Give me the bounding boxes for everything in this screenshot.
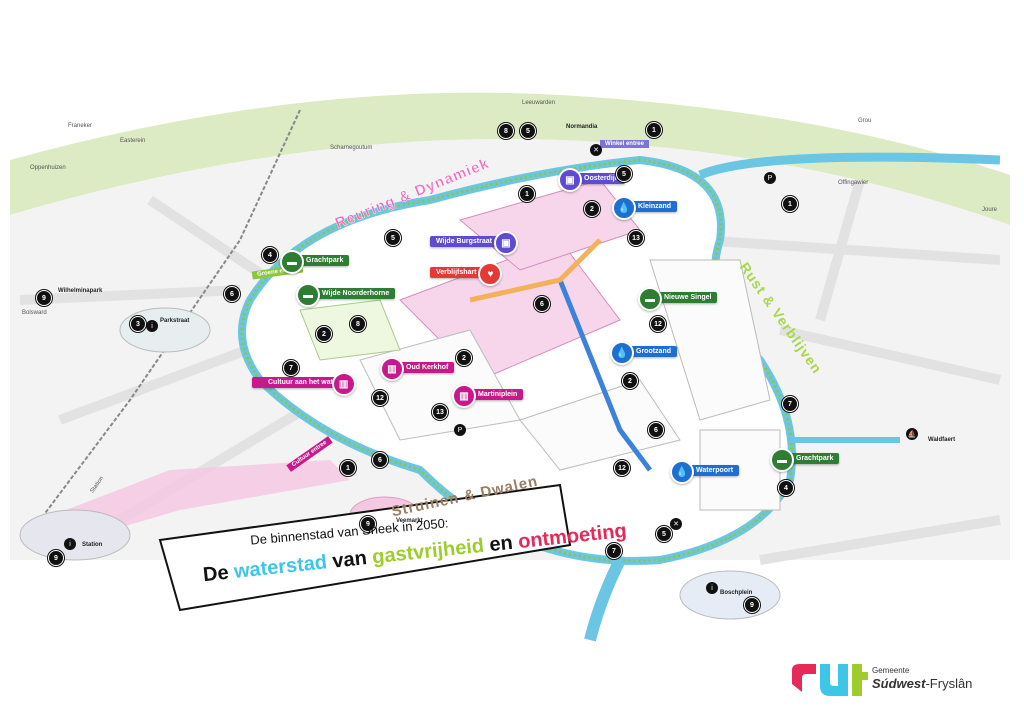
- marker-7-south[interactable]: 7: [606, 543, 622, 559]
- marker-5-south[interactable]: 5: [656, 526, 672, 542]
- marker-9-veemarkt[interactable]: 9: [360, 516, 376, 532]
- marker-1-north[interactable]: 1: [646, 122, 662, 138]
- gemeente-logo: Gemeente Súdwest-Fryslân: [790, 662, 980, 698]
- label-nieuwe-singel[interactable]: ▬Nieuwe Singel: [638, 287, 718, 311]
- marker-1-cultuur[interactable]: 1: [340, 460, 356, 476]
- parking-icon: P: [764, 172, 776, 184]
- logo-name: Súdwest-Fryslân: [872, 676, 973, 691]
- info-icon: i: [64, 538, 76, 550]
- marker-12-south[interactable]: 12: [614, 460, 630, 476]
- label-oud-kerkhof[interactable]: ▥Oud Kerkhof: [380, 357, 455, 381]
- marker-8-north[interactable]: 8: [498, 123, 514, 139]
- park-bench-icon: ▬: [638, 287, 662, 311]
- place-station: Station: [82, 542, 103, 548]
- water-drop-icon: 💧: [612, 196, 636, 220]
- place-oppenhuizen: Oppenhuizen: [30, 165, 66, 171]
- place-grou: Grou: [858, 118, 872, 124]
- marker-9-station[interactable]: 9: [48, 550, 64, 566]
- marker-8-west[interactable]: 8: [350, 316, 366, 332]
- marker-2-east[interactable]: 2: [622, 373, 638, 389]
- shopping-bag-icon: ▣: [493, 231, 518, 255]
- marker-1-east[interactable]: 1: [782, 196, 798, 212]
- label-wijde-noorderhorne[interactable]: ▬Wijde Noorderhorne: [296, 283, 396, 307]
- museum-icon: ▥: [380, 357, 404, 381]
- place-easterein: Easterein: [120, 138, 146, 144]
- label-verblijfshart[interactable]: Verblijfshart♥: [430, 262, 503, 286]
- marker-4-west[interactable]: 4: [262, 247, 278, 263]
- place-waldfaert: Waldfaert: [928, 437, 956, 443]
- countryside: [10, 92, 1010, 225]
- label-kleinzand[interactable]: 💧Kleinzand: [612, 196, 678, 220]
- label-grootzand[interactable]: 💧Grootzand: [610, 341, 677, 365]
- cutlery-icon: ✕: [670, 518, 682, 530]
- marker-7-east[interactable]: 7: [782, 396, 798, 412]
- marker-5-east[interactable]: 5: [616, 166, 632, 182]
- label-grachtpark-east[interactable]: ▬Grachtpark: [770, 448, 840, 472]
- place-franeker: Franeker: [68, 123, 93, 129]
- place-joure: Joure: [982, 207, 998, 213]
- title-banner: De binnenstad van Sneek in 2050: De wate…: [150, 482, 628, 612]
- logo-gemeente: Gemeente: [872, 666, 910, 675]
- marker-6-cultuur[interactable]: 6: [372, 452, 388, 468]
- info-icon: i: [706, 582, 718, 594]
- cutlery-icon: ✕: [590, 144, 602, 156]
- museum-icon: ▥: [452, 384, 476, 408]
- place-boschplein: Boschplein: [720, 590, 753, 596]
- place-leeuwarden: Leeuwarden: [522, 100, 556, 106]
- inner-street-orange: [469, 238, 602, 303]
- marker-6-center[interactable]: 6: [534, 296, 550, 312]
- river-east: [698, 152, 1001, 180]
- marker-13-north[interactable]: 13: [628, 230, 644, 246]
- heart-icon: ♥: [478, 262, 503, 286]
- park-bench-icon: ▬: [770, 448, 794, 472]
- marker-13-center[interactable]: 13: [432, 404, 448, 420]
- river-south: [584, 557, 626, 642]
- label-grachtpark-west[interactable]: ▬Grachtpark: [280, 250, 350, 274]
- museum-icon: ▥: [331, 372, 356, 396]
- parking-icon: P: [454, 424, 466, 436]
- place-veemarkt: Veemarkt: [396, 518, 423, 524]
- marker-2-west[interactable]: 2: [316, 326, 332, 342]
- marker-7-west[interactable]: 7: [283, 360, 299, 376]
- marker-3-parkstraat[interactable]: 3: [130, 316, 146, 332]
- marker-12-east[interactable]: 12: [650, 316, 666, 332]
- sailboat-icon: ⛵: [906, 428, 918, 440]
- place-wilhelminapark: Wilhelminapark: [58, 288, 103, 294]
- label-wijde-burgstraat[interactable]: Wijde Burgstraat▣: [430, 231, 518, 255]
- marker-2-north[interactable]: 2: [584, 201, 600, 217]
- marker-5-north[interactable]: 5: [385, 230, 401, 246]
- place-normandia: Normandia: [566, 124, 598, 130]
- place-scharnegoutum: Scharnegoutum: [330, 145, 373, 151]
- marker-9-wilhelminapark[interactable]: 9: [36, 290, 52, 306]
- entree-winkel: Winkel entree: [600, 140, 649, 148]
- marker-6-west[interactable]: 6: [224, 286, 240, 302]
- marker-9-boschplein[interactable]: 9: [744, 597, 760, 613]
- info-icon: i: [146, 320, 158, 332]
- water-drop-icon: 💧: [610, 341, 634, 365]
- water-drop-icon: 💧: [670, 460, 694, 484]
- park-bench-icon: ▬: [296, 283, 320, 307]
- marker-12-west[interactable]: 12: [372, 390, 388, 406]
- place-bolsward: Bolsward: [22, 310, 47, 316]
- marker-4-east[interactable]: 4: [778, 480, 794, 496]
- marker-6-south[interactable]: 6: [648, 422, 664, 438]
- marker-14-north[interactable]: 1: [519, 186, 535, 202]
- label-cultuur-aan-het-water[interactable]: ▥Cultuur aan het water: [252, 372, 356, 396]
- marker-5-normandia[interactable]: 5: [520, 123, 536, 139]
- label-waterpoort[interactable]: 💧Waterpoort: [670, 460, 740, 484]
- label-martiniplein[interactable]: ▥Martiniplein: [452, 384, 524, 408]
- swf-logo-mark-icon: [792, 664, 868, 696]
- park-bench-icon: ▬: [280, 250, 304, 274]
- banner-ribbon: [158, 483, 572, 612]
- inner-street-blue: [557, 279, 652, 472]
- shopping-bag-icon: ▣: [558, 168, 582, 192]
- station-area: [19, 509, 131, 561]
- marker-2-center[interactable]: 2: [456, 350, 472, 366]
- place-offingawier: Offingawier: [838, 180, 869, 186]
- label-oosterdijk[interactable]: ▣Oosterdijk: [558, 168, 625, 192]
- place-parkstraat: Parkstraat: [160, 318, 190, 324]
